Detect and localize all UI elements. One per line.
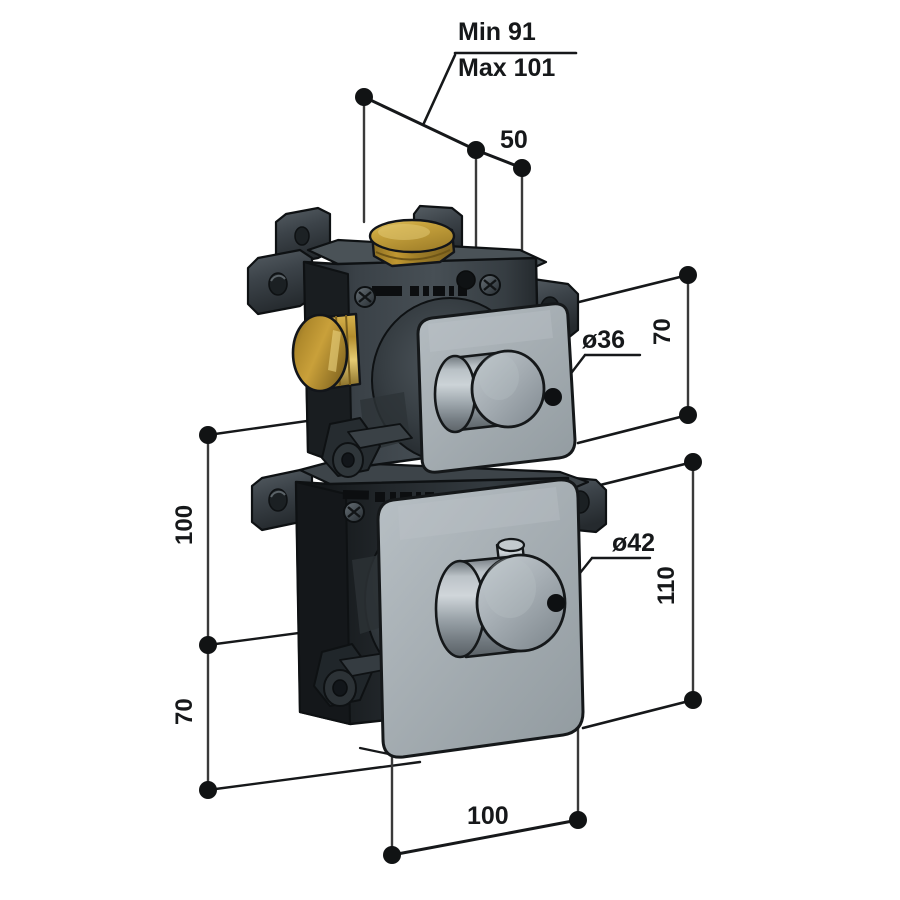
upper-body-label — [372, 286, 467, 296]
spindle-leader-dot — [544, 388, 562, 406]
lower-valve-body — [250, 460, 608, 759]
dim-dia36-label: ø36 — [582, 326, 625, 354]
brass-cap-top — [368, 218, 456, 268]
dim-70-upper-label: 70 — [649, 318, 676, 345]
dim-50-label: 50 — [500, 126, 528, 154]
dim-min-label: Min 91 — [458, 18, 536, 46]
dimension-text-group: Min 91 Max 101 50 ø36 70 ø42 110 100 70 … — [171, 18, 680, 830]
dim-100-bottom-label: 100 — [467, 802, 509, 830]
dim-dia42-label: ø42 — [612, 529, 655, 557]
upper-valve-body — [246, 204, 580, 478]
dim-110-label: 110 — [653, 566, 680, 605]
brass-cap-side — [291, 312, 362, 393]
dim-100-left-label: 100 — [171, 505, 198, 545]
dim-70-left-label: 70 — [171, 698, 198, 725]
lower-control-knob — [434, 553, 567, 659]
valve-assembly-illustration — [246, 204, 608, 759]
knob-leader-dot — [547, 594, 565, 612]
upper-spindle-cylinder — [433, 349, 562, 434]
dim-max-label: Max 101 — [458, 54, 555, 82]
